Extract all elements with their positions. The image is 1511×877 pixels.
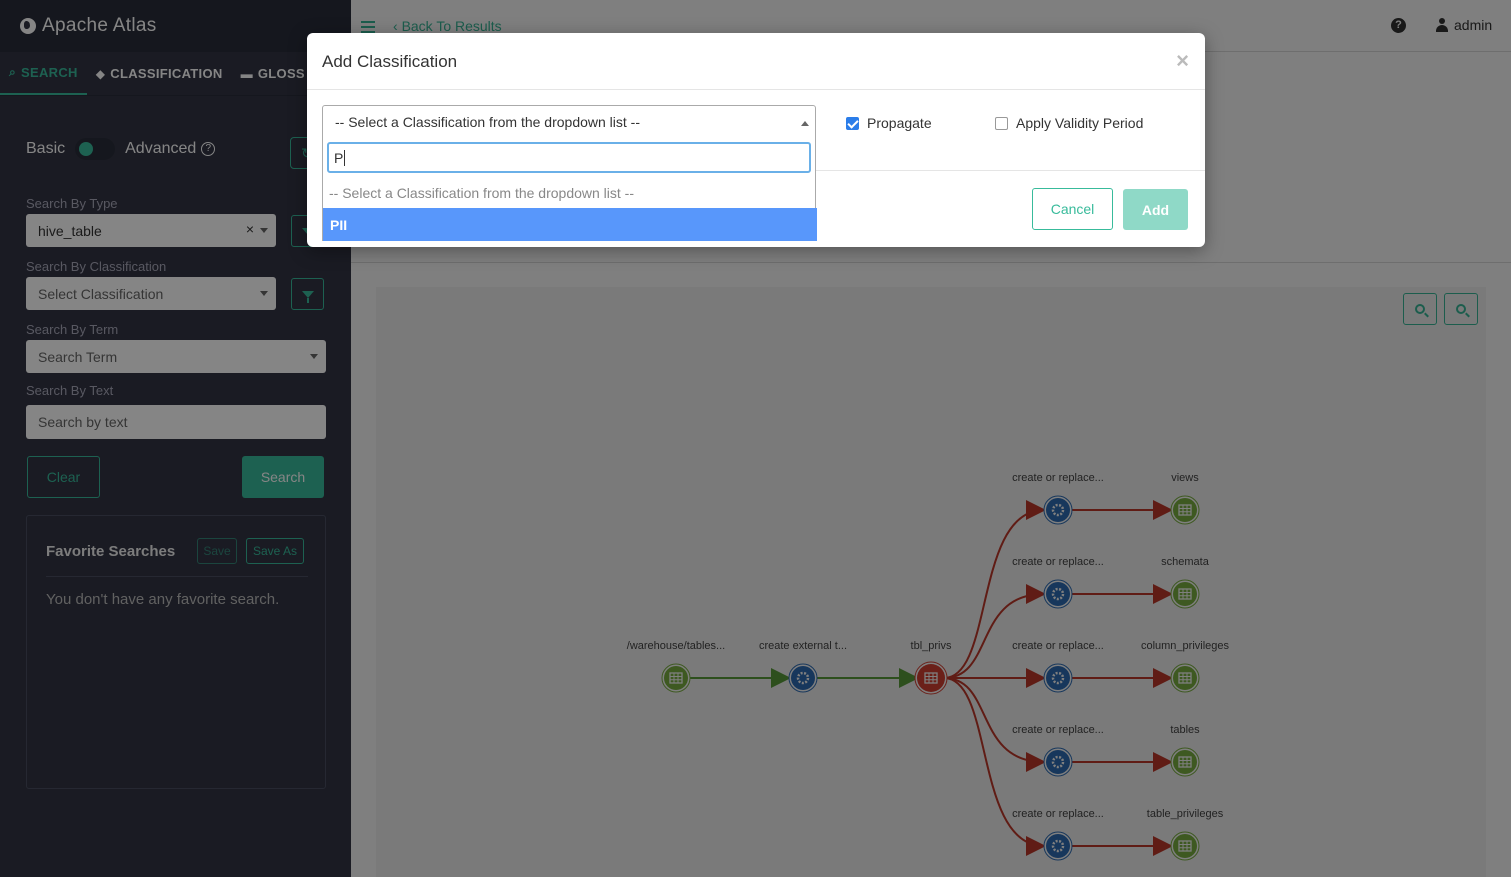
tab-search-label: SEARCH [21, 64, 78, 80]
search-by-classification-label: Search By Classification [26, 259, 167, 274]
dropdown-search-value: P [334, 149, 344, 166]
tab-search[interactable]: ⌕ SEARCH [0, 52, 87, 95]
propagate-checkbox[interactable] [846, 116, 859, 130]
favorite-save-button[interactable]: Save [197, 538, 237, 564]
validity-checkbox-row[interactable]: Apply Validity Period [995, 115, 1143, 131]
favorite-empty-text: You don't have any favorite search. [46, 591, 280, 608]
tab-glossary-label: GLOSS [257, 66, 305, 81]
search-mode-switch[interactable] [75, 138, 116, 160]
basic-label: Basic [26, 140, 66, 157]
modal-title: Add Classification [322, 52, 458, 71]
dropdown-option-pii[interactable]: PII [323, 208, 817, 241]
folder-open-icon: ▬ [240, 66, 253, 81]
validity-period-label: Apply Validity Period [1016, 115, 1144, 131]
text-cursor [344, 149, 346, 166]
classification-dropdown-value: -- Select a Classification from the drop… [335, 114, 640, 130]
add-button[interactable]: Add [1123, 189, 1188, 230]
tag-icon: ◆ [95, 66, 106, 81]
tab-glossary[interactable]: ▬ GLOSS [232, 52, 314, 95]
classification-filter-button[interactable] [291, 278, 324, 310]
app-title: Apache Atlas [42, 15, 157, 36]
chevron-up-icon [801, 121, 809, 126]
dropdown-option-placeholder[interactable]: -- Select a Classification from the drop… [329, 185, 634, 201]
sidebar: Apache Atlas ⌕ SEARCH ◆ CLASSIFICATION ▬… [0, 0, 351, 877]
favorite-divider [46, 576, 308, 577]
close-icon[interactable]: × [1176, 48, 1189, 73]
search-by-text-label: Search By Text [26, 383, 114, 398]
favorite-searches-title: Favorite Searches [46, 543, 176, 560]
term-select[interactable]: Search Term [26, 340, 326, 373]
search-by-type-label: Search By Type [26, 196, 118, 211]
search-by-term-label: Search By Term [26, 322, 119, 337]
classification-dropdown-menu: P -- Select a Classification from the dr… [322, 138, 817, 241]
sidebar-backdrop [0, 0, 351, 877]
cancel-button[interactable]: Cancel [1032, 188, 1113, 230]
search-text-input[interactable]: Search by text [26, 405, 326, 439]
nav-tabs: ⌕ SEARCH ◆ CLASSIFICATION ▬ GLOSS [0, 52, 351, 96]
classification-select-placeholder: Select Classification [38, 285, 164, 302]
search-mode-toggle-row: Basic Advanced ? [26, 138, 216, 160]
chevron-down-icon [260, 291, 268, 296]
chevron-down-icon [310, 354, 318, 359]
favorite-searches-panel: Favorite Searches Save Save As You don't… [26, 515, 326, 789]
propagate-checkbox-row[interactable]: Propagate [846, 115, 932, 131]
clear-type-icon[interactable]: × [245, 221, 254, 237]
question-circle-icon[interactable]: ? [201, 142, 216, 156]
validity-period-checkbox[interactable] [995, 116, 1008, 130]
search-button[interactable]: Search [242, 456, 324, 498]
tab-classification-label: CLASSIFICATION [110, 66, 223, 81]
modal-header: Add Classification × [307, 33, 1205, 90]
type-select-value: hive_table [38, 222, 102, 239]
classification-dropdown[interactable]: -- Select a Classification from the drop… [322, 105, 816, 139]
propagate-label: Propagate [867, 115, 932, 131]
modal-footer-divider [816, 170, 1205, 171]
search-text-placeholder: Search by text [38, 414, 128, 430]
brand[interactable]: Apache Atlas [0, 0, 351, 52]
add-classification-modal: Add Classification × -- Select a Classif… [307, 33, 1205, 247]
search-icon: ⌕ [9, 64, 17, 79]
type-select[interactable]: hive_table × [26, 214, 276, 247]
tab-classification[interactable]: ◆ CLASSIFICATION [87, 52, 232, 95]
classification-select[interactable]: Select Classification [26, 277, 276, 310]
advanced-label: Advanced [125, 140, 197, 157]
clear-button[interactable]: Clear [27, 456, 100, 498]
refresh-icon: ↻ [301, 145, 313, 162]
favorite-save-as-button[interactable]: Save As [246, 538, 304, 564]
chevron-down-icon [260, 228, 268, 233]
dropdown-search-input[interactable]: P [327, 142, 811, 173]
filter-icon [301, 290, 314, 303]
globe-icon [20, 18, 36, 34]
term-select-placeholder: Search Term [38, 348, 118, 365]
